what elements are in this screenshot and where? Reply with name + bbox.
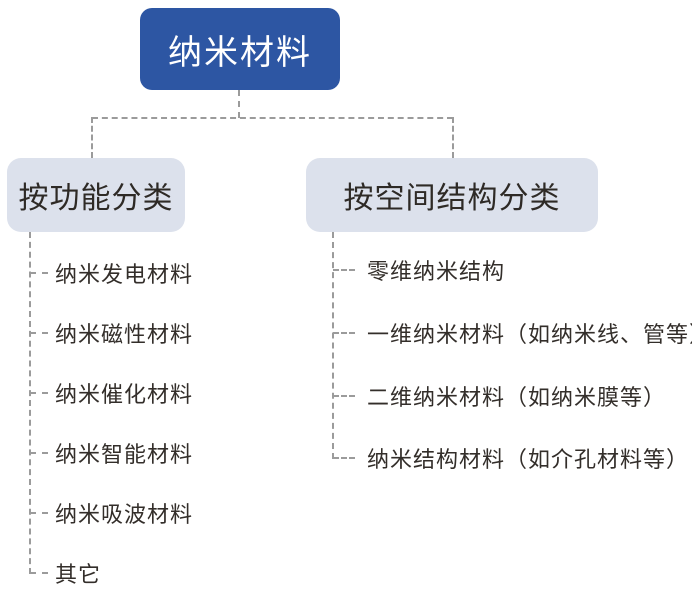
leaf-item: 纳米智能材料 [30, 438, 193, 468]
leaf-item: 一维纳米材料（如纳米线、管等） [333, 318, 692, 348]
connector-leaf-stub [30, 452, 48, 454]
leaf-item-label: 二维纳米材料（如纳米膜等） [367, 385, 667, 410]
leaf-item: 二维纳米材料（如纳米膜等） [333, 381, 666, 411]
root-node-label: 纳米材料 [168, 33, 312, 72]
connector-leaf-stub [30, 392, 48, 394]
leaf-item: 其它 [30, 558, 101, 588]
branch-by-function-label: 按功能分类 [18, 182, 174, 215]
leaf-item: 纳米发电材料 [30, 258, 193, 288]
branch-node-by-spatial-structure: 按空间结构分类 [306, 158, 598, 232]
connector-leaf-stub [30, 512, 48, 514]
leaf-item: 零维纳米结构 [333, 255, 505, 285]
connector-leaf-stub [30, 332, 48, 334]
leaf-item-label: 一维纳米材料（如纳米线、管等） [367, 322, 692, 347]
leaf-item-label: 纳米吸波材料 [55, 502, 194, 527]
connector-leaf-stub [30, 272, 48, 274]
leaf-item-label: 纳米智能材料 [55, 442, 194, 467]
leaf-item-label: 纳米结构材料（如介孔材料等） [367, 447, 690, 472]
root-node-nanomaterials: 纳米材料 [140, 8, 340, 90]
connector-leaf-stub [333, 395, 355, 397]
leaf-item: 纳米催化材料 [30, 378, 193, 408]
connector-spine-structure [332, 232, 334, 459]
connector-drop-left [91, 117, 93, 158]
connector-leaf-stub [333, 457, 355, 459]
connector-leaf-stub [333, 332, 355, 334]
connector-leaf-stub [333, 269, 355, 271]
leaf-item-label: 纳米发电材料 [55, 262, 194, 287]
connector-root-stem [238, 90, 240, 118]
leaf-item: 纳米磁性材料 [30, 318, 193, 348]
branch-node-by-function: 按功能分类 [7, 158, 185, 232]
leaf-item-label: 纳米磁性材料 [55, 322, 194, 347]
connector-drop-right [452, 117, 454, 158]
leaf-item: 纳米吸波材料 [30, 498, 193, 528]
leaf-item-label: 纳米催化材料 [55, 382, 194, 407]
connector-leaf-stub [30, 572, 48, 574]
connector-branch-rail [92, 117, 453, 119]
leaf-item-label: 其它 [55, 562, 102, 587]
leaf-item: 纳米结构材料（如介孔材料等） [333, 443, 689, 473]
connector-spine-function [29, 232, 31, 574]
leaf-item-label: 零维纳米结构 [367, 259, 506, 284]
branch-by-spatial-structure-label: 按空间结构分类 [343, 182, 561, 215]
